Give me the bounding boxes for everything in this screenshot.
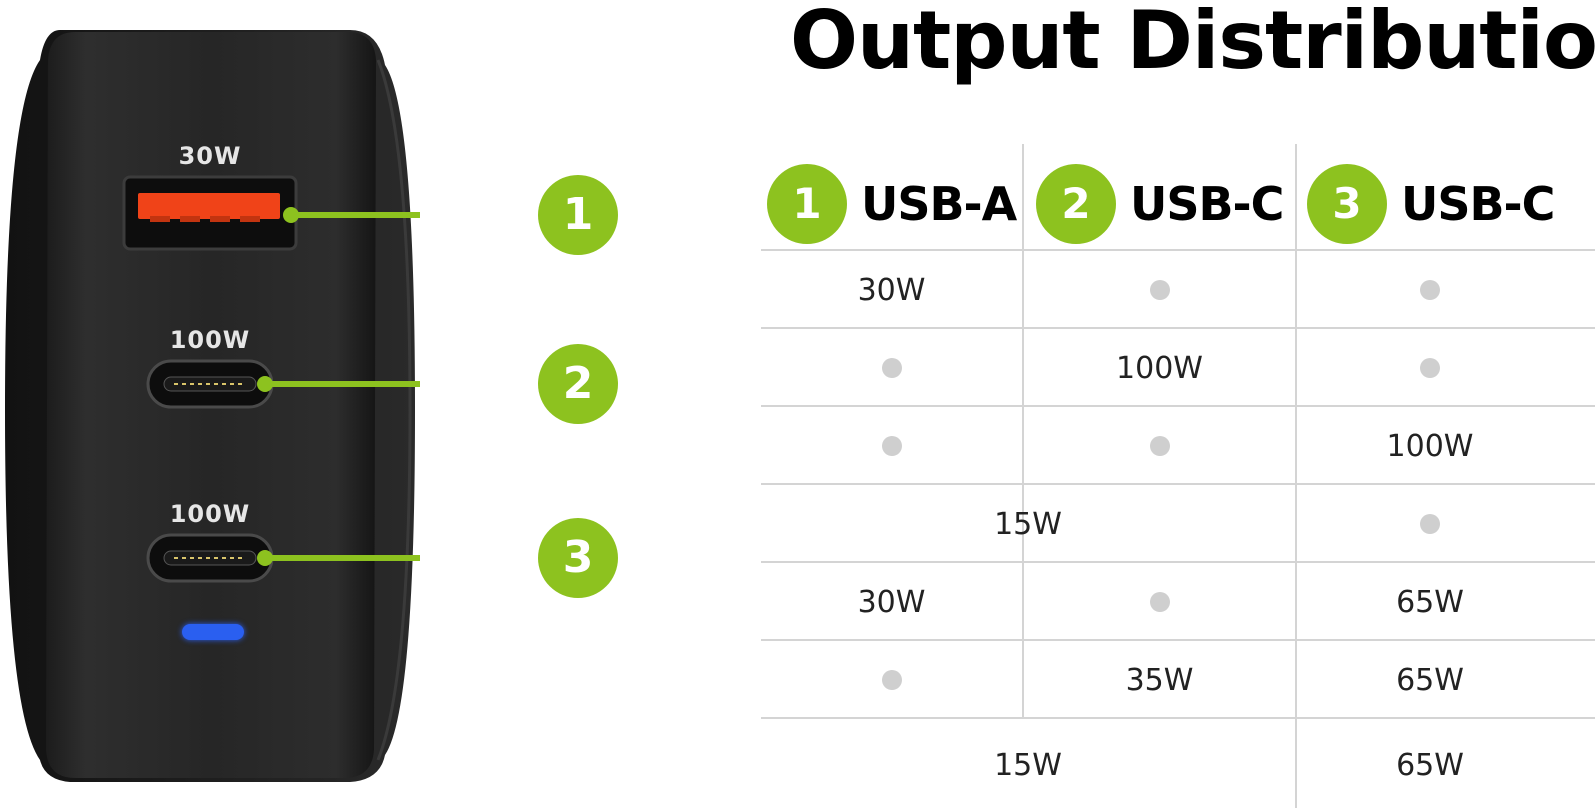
callout-number-3: 3 <box>562 532 594 583</box>
table-cell-empty <box>1297 485 1563 563</box>
port-3-wattage: 100W <box>169 500 251 528</box>
table-cell: 65W <box>1396 662 1464 698</box>
callout-number-2: 2 <box>562 358 594 409</box>
column-header-1: 1 USB-A <box>767 162 1017 246</box>
table-cell-empty <box>761 641 1022 719</box>
column-title-2: USB-C <box>1130 177 1284 231</box>
row-divider <box>761 405 1595 407</box>
row-divider <box>761 327 1595 329</box>
charger-body <box>5 30 420 782</box>
table-cell-empty <box>1024 407 1295 485</box>
table-cell-empty <box>1297 329 1563 407</box>
unused-dot <box>1420 280 1440 300</box>
column-header-2: 2 USB-C <box>1036 162 1284 246</box>
table-cell: 100W <box>1116 350 1203 386</box>
unused-dot <box>881 670 902 690</box>
table-cell: 30W <box>857 584 926 620</box>
table-cell-empty <box>1297 251 1563 329</box>
column-title-3: USB-C <box>1401 177 1555 231</box>
unused-dot <box>1420 514 1440 534</box>
charger-image: 30W 100W 100W <box>0 20 420 790</box>
output-table: 1 USB-A 2 USB-C 3 USB-C 30W 100W 100W 15… <box>761 140 1595 808</box>
row-divider <box>761 483 1595 485</box>
row-divider <box>761 561 1595 563</box>
page-title: Output Distribution <box>790 0 1595 87</box>
unused-dot <box>881 358 902 378</box>
column-header-3: 3 USB-C <box>1307 162 1555 246</box>
table-cell-empty <box>761 329 1022 407</box>
row-divider <box>761 717 1595 719</box>
col-divider-2 <box>1295 144 1297 808</box>
callout-number-1: 1 <box>562 189 594 240</box>
table-cell: 65W <box>1396 747 1464 783</box>
table-cell-empty <box>1024 563 1295 641</box>
column-badge-2: 2 <box>1036 164 1116 244</box>
column-badge-3: 3 <box>1307 164 1387 244</box>
table-cell: 35W <box>1125 662 1194 698</box>
unused-dot <box>1420 358 1440 378</box>
column-badge-1: 1 <box>767 164 847 244</box>
port-1-wattage: 30W <box>178 142 242 170</box>
table-cell: 65W <box>1396 584 1464 620</box>
unused-dot <box>1149 280 1170 300</box>
table-cell-empty <box>1024 251 1295 329</box>
row-divider <box>761 249 1595 251</box>
row-divider <box>761 639 1595 641</box>
table-cell-empty <box>761 407 1022 485</box>
column-title-1: USB-A <box>861 177 1017 231</box>
unused-dot <box>1149 436 1170 456</box>
table-cell-merged: 15W <box>994 506 1062 542</box>
table-cell-merged: 15W <box>994 747 1062 783</box>
status-led <box>182 624 244 640</box>
unused-dot <box>881 436 902 456</box>
table-cell: 100W <box>1386 428 1474 464</box>
unused-dot <box>1149 592 1170 612</box>
table-cell: 30W <box>857 272 926 308</box>
port-2-wattage: 100W <box>169 326 251 354</box>
col-divider-1 <box>1022 144 1024 718</box>
